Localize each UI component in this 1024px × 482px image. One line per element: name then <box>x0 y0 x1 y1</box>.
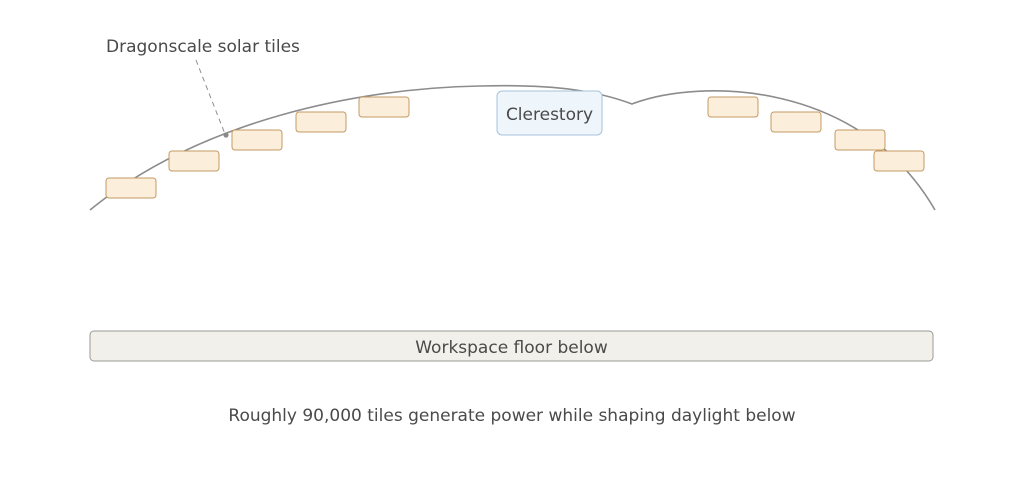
solar-tile <box>834 129 886 151</box>
clerestory-box <box>496 90 603 136</box>
roof-curve <box>89 84 936 211</box>
callout-dot <box>223 132 229 138</box>
tiles-callout-label: Dragonscale solar tiles <box>106 37 300 57</box>
solar-tile <box>707 96 759 118</box>
workspace-floor-label: Workspace floor below <box>415 338 608 358</box>
tiles-right <box>707 96 925 172</box>
solar-tile <box>873 150 925 172</box>
clerestory-label: Clerestory <box>506 105 593 125</box>
solar-tile <box>105 177 157 199</box>
workspace-floor-bar <box>89 330 934 362</box>
solar-tile <box>358 96 410 118</box>
callout-leader <box>195 59 226 135</box>
solar-tile <box>295 111 347 133</box>
solar-tile <box>770 111 822 133</box>
solar-tile <box>168 150 220 172</box>
tiles-left <box>105 96 410 199</box>
solar-tile <box>231 129 283 151</box>
caption: Roughly 90,000 tiles generate power whil… <box>228 406 795 426</box>
